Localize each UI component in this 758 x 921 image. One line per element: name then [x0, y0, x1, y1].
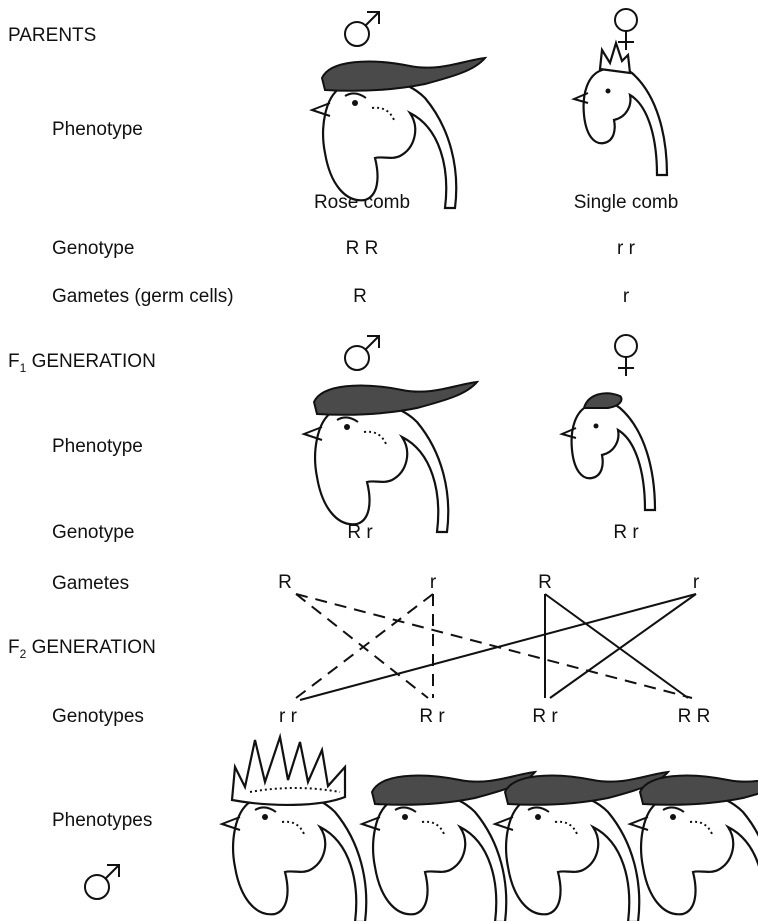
parent-hen-single-comb-illustration	[574, 43, 667, 175]
cross-line-r4-Rr	[550, 594, 696, 698]
parent-female-symbol-icon	[615, 9, 637, 50]
f1-hen-rose-comb-illustration	[562, 393, 655, 510]
cross-line-R3-RR	[545, 594, 688, 698]
parent-rooster-rose-comb-illustration	[312, 58, 485, 208]
f1-male-symbol-icon	[345, 336, 379, 370]
f1-female-symbol-icon	[615, 335, 637, 376]
cross-line-R1-RR	[296, 594, 692, 698]
f2-rooster-4-rose-comb-illustration	[630, 772, 758, 921]
f2-male-symbol-icon	[85, 865, 119, 899]
cross-lines	[296, 594, 696, 700]
f1-rooster-rose-comb-illustration	[304, 382, 477, 532]
parent-male-symbol-icon	[345, 12, 379, 46]
f2-rooster-1-single-comb-illustration	[222, 737, 366, 921]
